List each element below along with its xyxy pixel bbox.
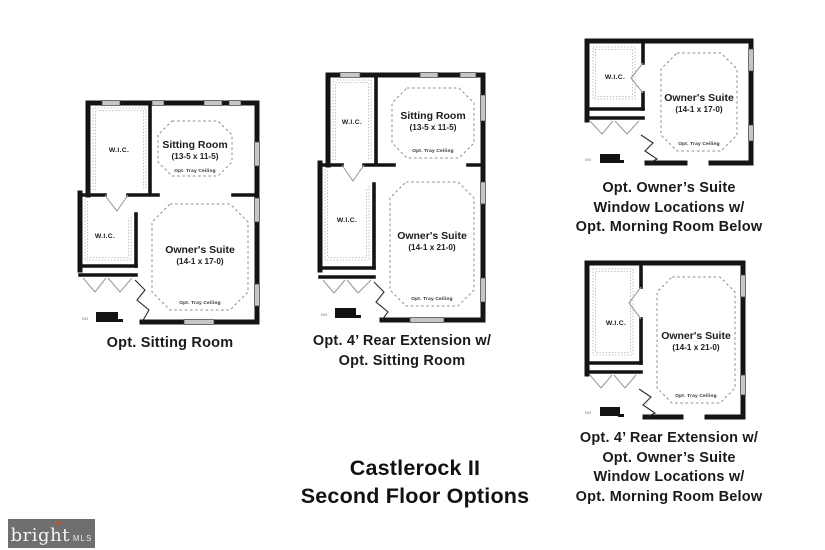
interior-walls bbox=[585, 39, 645, 120]
stair-label: DN bbox=[585, 157, 591, 162]
sitting-room-dims: (13-5 x 11-5) bbox=[172, 152, 219, 161]
stair-marker: DN bbox=[321, 308, 361, 318]
owners-suite-label: Owner's Suite bbox=[661, 330, 731, 342]
doors bbox=[82, 194, 150, 323]
sheet-subtitle: Second Floor Options bbox=[300, 483, 530, 508]
interior-walls bbox=[78, 103, 257, 277]
windows bbox=[101, 100, 260, 325]
sitting-room-dims: (13-5 x 11-5) bbox=[410, 123, 457, 132]
windows bbox=[748, 48, 754, 142]
doors bbox=[589, 286, 657, 418]
floor-plan-owners-suite-windows: DN W.I.C. Owner's Suite (14-1 x 17-0) Op… bbox=[584, 38, 754, 166]
wic-lower-label: W.I.C. bbox=[95, 233, 115, 240]
floor-plan-rear-extension-sitting-room: DN W.I.C. W.I.C. Sitting Room (13-5 x 11… bbox=[317, 72, 486, 323]
closet-shelving-dotted bbox=[592, 46, 636, 100]
sitting-room-label: Sitting Room bbox=[162, 139, 227, 151]
owners-suite-dims: (14-1 x 17-0) bbox=[176, 257, 224, 266]
caption-plan-2: Opt. 4’ Rear Extension w/ Opt. Sitting R… bbox=[312, 333, 492, 369]
plan-name: Castlerock II bbox=[349, 456, 481, 480]
bright-mls-logo: bright MLS bbox=[8, 519, 95, 548]
owners-suite-label: Owner's Suite bbox=[397, 230, 467, 242]
tray-ceiling-outlines bbox=[389, 87, 475, 307]
stair-marker: DN bbox=[585, 407, 624, 417]
stair-label: DN bbox=[321, 312, 327, 317]
owners-tray-note: Opt. Tray Ceiling bbox=[411, 296, 453, 302]
closet-shelving-dotted bbox=[592, 268, 634, 356]
brand-accent-dot-icon bbox=[57, 521, 61, 525]
tray-ceiling-outlines bbox=[660, 52, 738, 152]
interior-walls bbox=[318, 75, 483, 279]
caption-plan-3: Opt. Owner’s Suite Window Locations w/ O… bbox=[575, 180, 763, 235]
tray-ceiling-outlines bbox=[656, 276, 736, 404]
wic-upper-label: W.I.C. bbox=[342, 119, 362, 126]
owners-suite-dims: (14-1 x 17-0) bbox=[675, 105, 723, 114]
owners-suite-dims: (14-1 x 21-0) bbox=[672, 343, 720, 352]
owners-tray-note: Opt. Tray Ceiling bbox=[678, 141, 720, 147]
closet-shelving-dotted bbox=[84, 107, 147, 261]
wic-upper-label: W.I.C. bbox=[109, 147, 129, 154]
owners-suite-label: Owner's Suite bbox=[165, 244, 235, 256]
sitting-tray-note: Opt. Tray Ceiling bbox=[412, 148, 454, 154]
sheet-title: Castlerock II Second Floor Options bbox=[255, 455, 575, 510]
interior-walls bbox=[585, 261, 643, 374]
caption-plan-4: Opt. 4’ Rear Extension w/ Opt. Owner’s S… bbox=[575, 430, 763, 505]
owners-suite-dims: (14-1 x 21-0) bbox=[408, 243, 456, 252]
bright-wordmark: bright bbox=[10, 525, 70, 546]
stair-marker: DN bbox=[82, 312, 123, 322]
floor-plan-opt-sitting-room: DN W.I.C. W.I.C. Sitting Room (13-5 x 11… bbox=[77, 100, 260, 325]
sitting-room-label: Sitting Room bbox=[400, 110, 465, 122]
tray-ceiling-outlines bbox=[151, 120, 249, 311]
owners-tray-note: Opt. Tray Ceiling bbox=[675, 393, 717, 399]
closet-shelving-dotted bbox=[324, 79, 372, 261]
doors bbox=[589, 62, 659, 164]
mls-label: MLS bbox=[72, 534, 93, 543]
wic-label: W.I.C. bbox=[606, 320, 626, 327]
windows bbox=[740, 274, 746, 396]
wic-label: W.I.C. bbox=[605, 74, 625, 81]
stair-label: DN bbox=[82, 316, 88, 321]
sitting-tray-note: Opt. Tray Ceiling bbox=[174, 168, 216, 174]
wic-lower-label: W.I.C. bbox=[337, 217, 357, 224]
exterior-walls bbox=[77, 100, 260, 325]
caption-plan-1: Opt. Sitting Room bbox=[106, 335, 234, 351]
floor-plan-rear-extension-owners-windows: DN W.I.C. Owner's Suite (14-1 x 21-0) Op… bbox=[584, 260, 746, 420]
stair-label: DN bbox=[585, 410, 591, 415]
owners-suite-label: Owner's Suite bbox=[664, 92, 734, 104]
stair-marker: DN bbox=[585, 154, 624, 163]
owners-tray-note: Opt. Tray Ceiling bbox=[179, 300, 221, 306]
doors bbox=[322, 164, 389, 321]
windows bbox=[339, 72, 486, 323]
